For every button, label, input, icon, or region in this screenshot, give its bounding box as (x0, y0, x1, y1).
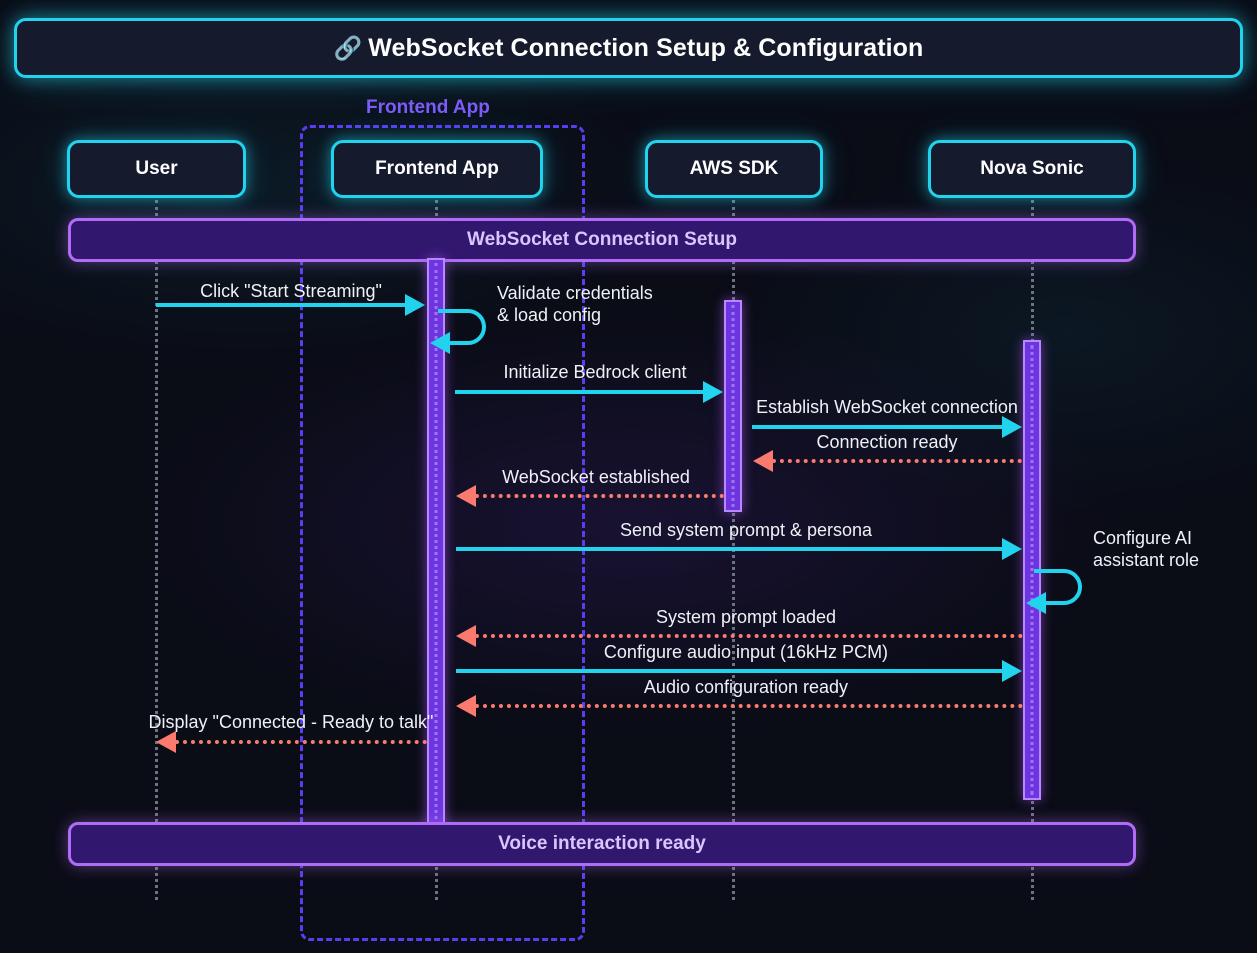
message-label-m12: Display "Connected - Ready to talk" (148, 712, 434, 732)
lifeline-user (155, 200, 158, 900)
message-label-m6: WebSocket established (502, 467, 690, 487)
message-line-m12 (175, 740, 427, 744)
message-label-m7: Send system prompt & persona (619, 520, 873, 540)
message-label-m1: Click "Start Streaming" (200, 281, 382, 301)
page-title-text: WebSocket Connection Setup & Configurati… (368, 33, 924, 62)
message-label-m2: Validate credentials & load config (497, 283, 727, 326)
participant-aws-sdk-label: AWS SDK (689, 158, 779, 179)
message-arrowhead-m5 (753, 450, 773, 472)
message-label-m8-line1: Configure AI (1093, 528, 1193, 548)
message-label-m8-line2: assistant role (1093, 549, 1200, 570)
banner-bottom-label: Voice interaction ready (498, 833, 706, 854)
message-label-m9: System prompt loaded (655, 607, 837, 627)
page-title: 🔗WebSocket Connection Setup & Configurat… (334, 34, 924, 63)
message-line-m7 (456, 547, 1003, 551)
participant-frontend-app-label: Frontend App (375, 158, 499, 179)
message-arrowhead-m9 (456, 625, 476, 647)
message-arrowhead-m11 (456, 695, 476, 717)
link-icon: 🔗 (333, 34, 363, 61)
message-selfloop-frontend (438, 309, 486, 345)
message-label-m2-line1: Validate credentials (497, 283, 653, 303)
message-arrowhead-m4 (1002, 416, 1022, 438)
message-line-m3 (455, 390, 704, 394)
message-arrowhead-m8 (1026, 592, 1046, 614)
message-arrowhead-m2 (430, 332, 450, 354)
participant-nova-sonic-label: Nova Sonic (980, 158, 1084, 179)
message-arrowhead-m7 (1002, 538, 1022, 560)
message-line-m10 (456, 669, 1003, 673)
participant-frontend-app[interactable]: Frontend App (331, 140, 543, 198)
diagram-title-bar: 🔗WebSocket Connection Setup & Configurat… (14, 18, 1243, 78)
participant-user-label: User (135, 158, 178, 179)
message-line-m5 (772, 459, 1022, 463)
participant-nova-sonic[interactable]: Nova Sonic (928, 140, 1136, 198)
message-label-m11: Audio configuration ready (643, 677, 849, 697)
message-line-m4 (752, 425, 1003, 429)
message-arrowhead-m6 (456, 485, 476, 507)
banner-top-label: WebSocket Connection Setup (467, 229, 737, 250)
message-label-m10: Configure audio input (16kHz PCM) (603, 642, 889, 662)
message-arrowhead-m12 (156, 731, 176, 753)
message-line-m9 (475, 634, 1023, 638)
group-box-frontend-app (300, 125, 585, 941)
participant-user[interactable]: User (67, 140, 246, 198)
message-selfloop-nova (1034, 569, 1082, 605)
message-line-m11 (475, 704, 1023, 708)
message-arrowhead-m10 (1002, 660, 1022, 682)
activation-bar-awssdk (724, 300, 742, 512)
banner-voice-interaction-ready: Voice interaction ready (68, 822, 1136, 866)
group-box-label: Frontend App (366, 97, 490, 118)
message-line-m1 (156, 303, 406, 307)
message-line-m6 (475, 494, 724, 498)
participant-aws-sdk[interactable]: AWS SDK (645, 140, 823, 198)
message-label-m3: Initialize Bedrock client (503, 362, 687, 382)
message-arrowhead-m1 (405, 294, 425, 316)
banner-websocket-connection-setup: WebSocket Connection Setup (68, 218, 1136, 262)
message-label-m5: Connection ready (816, 432, 958, 452)
message-arrowhead-m3 (703, 381, 723, 403)
message-label-m4: Establish WebSocket connection (756, 397, 1018, 417)
message-label-m8: Configure AI assistant role (1093, 528, 1253, 571)
message-label-m2-line2: & load config (497, 304, 602, 325)
